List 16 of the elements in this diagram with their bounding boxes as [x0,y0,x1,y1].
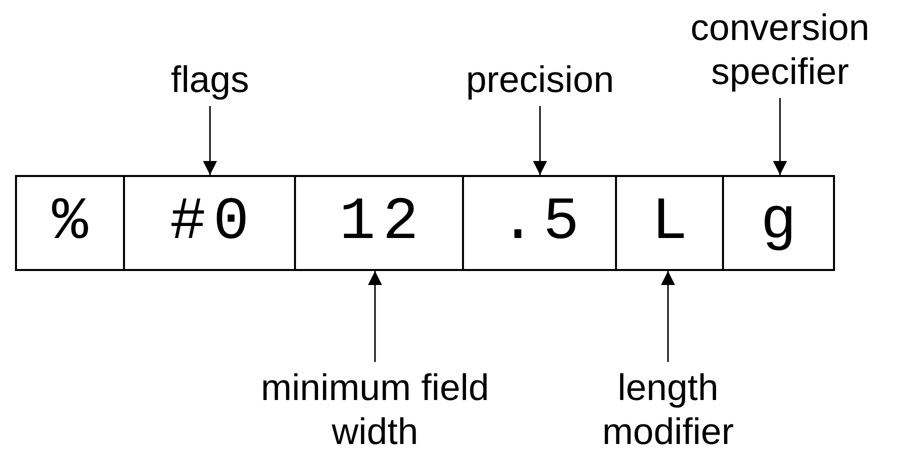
format-cell: .5 [462,175,617,271]
format-cell: g [722,175,835,271]
arrow [203,106,217,175]
part-label: minimum field width [255,366,495,454]
part-label: flags [130,58,290,102]
arrow [773,98,787,175]
arrow [368,271,382,362]
part-label: precision [430,58,650,102]
format-cell: #0 [123,175,296,271]
arrow [533,106,547,175]
format-cell: L [615,175,724,271]
part-label: length modifier [568,366,768,454]
format-cell: 12 [294,175,464,271]
arrow [661,271,675,362]
part-label: conversion specifier [660,6,898,94]
format-cell: % [15,175,125,271]
